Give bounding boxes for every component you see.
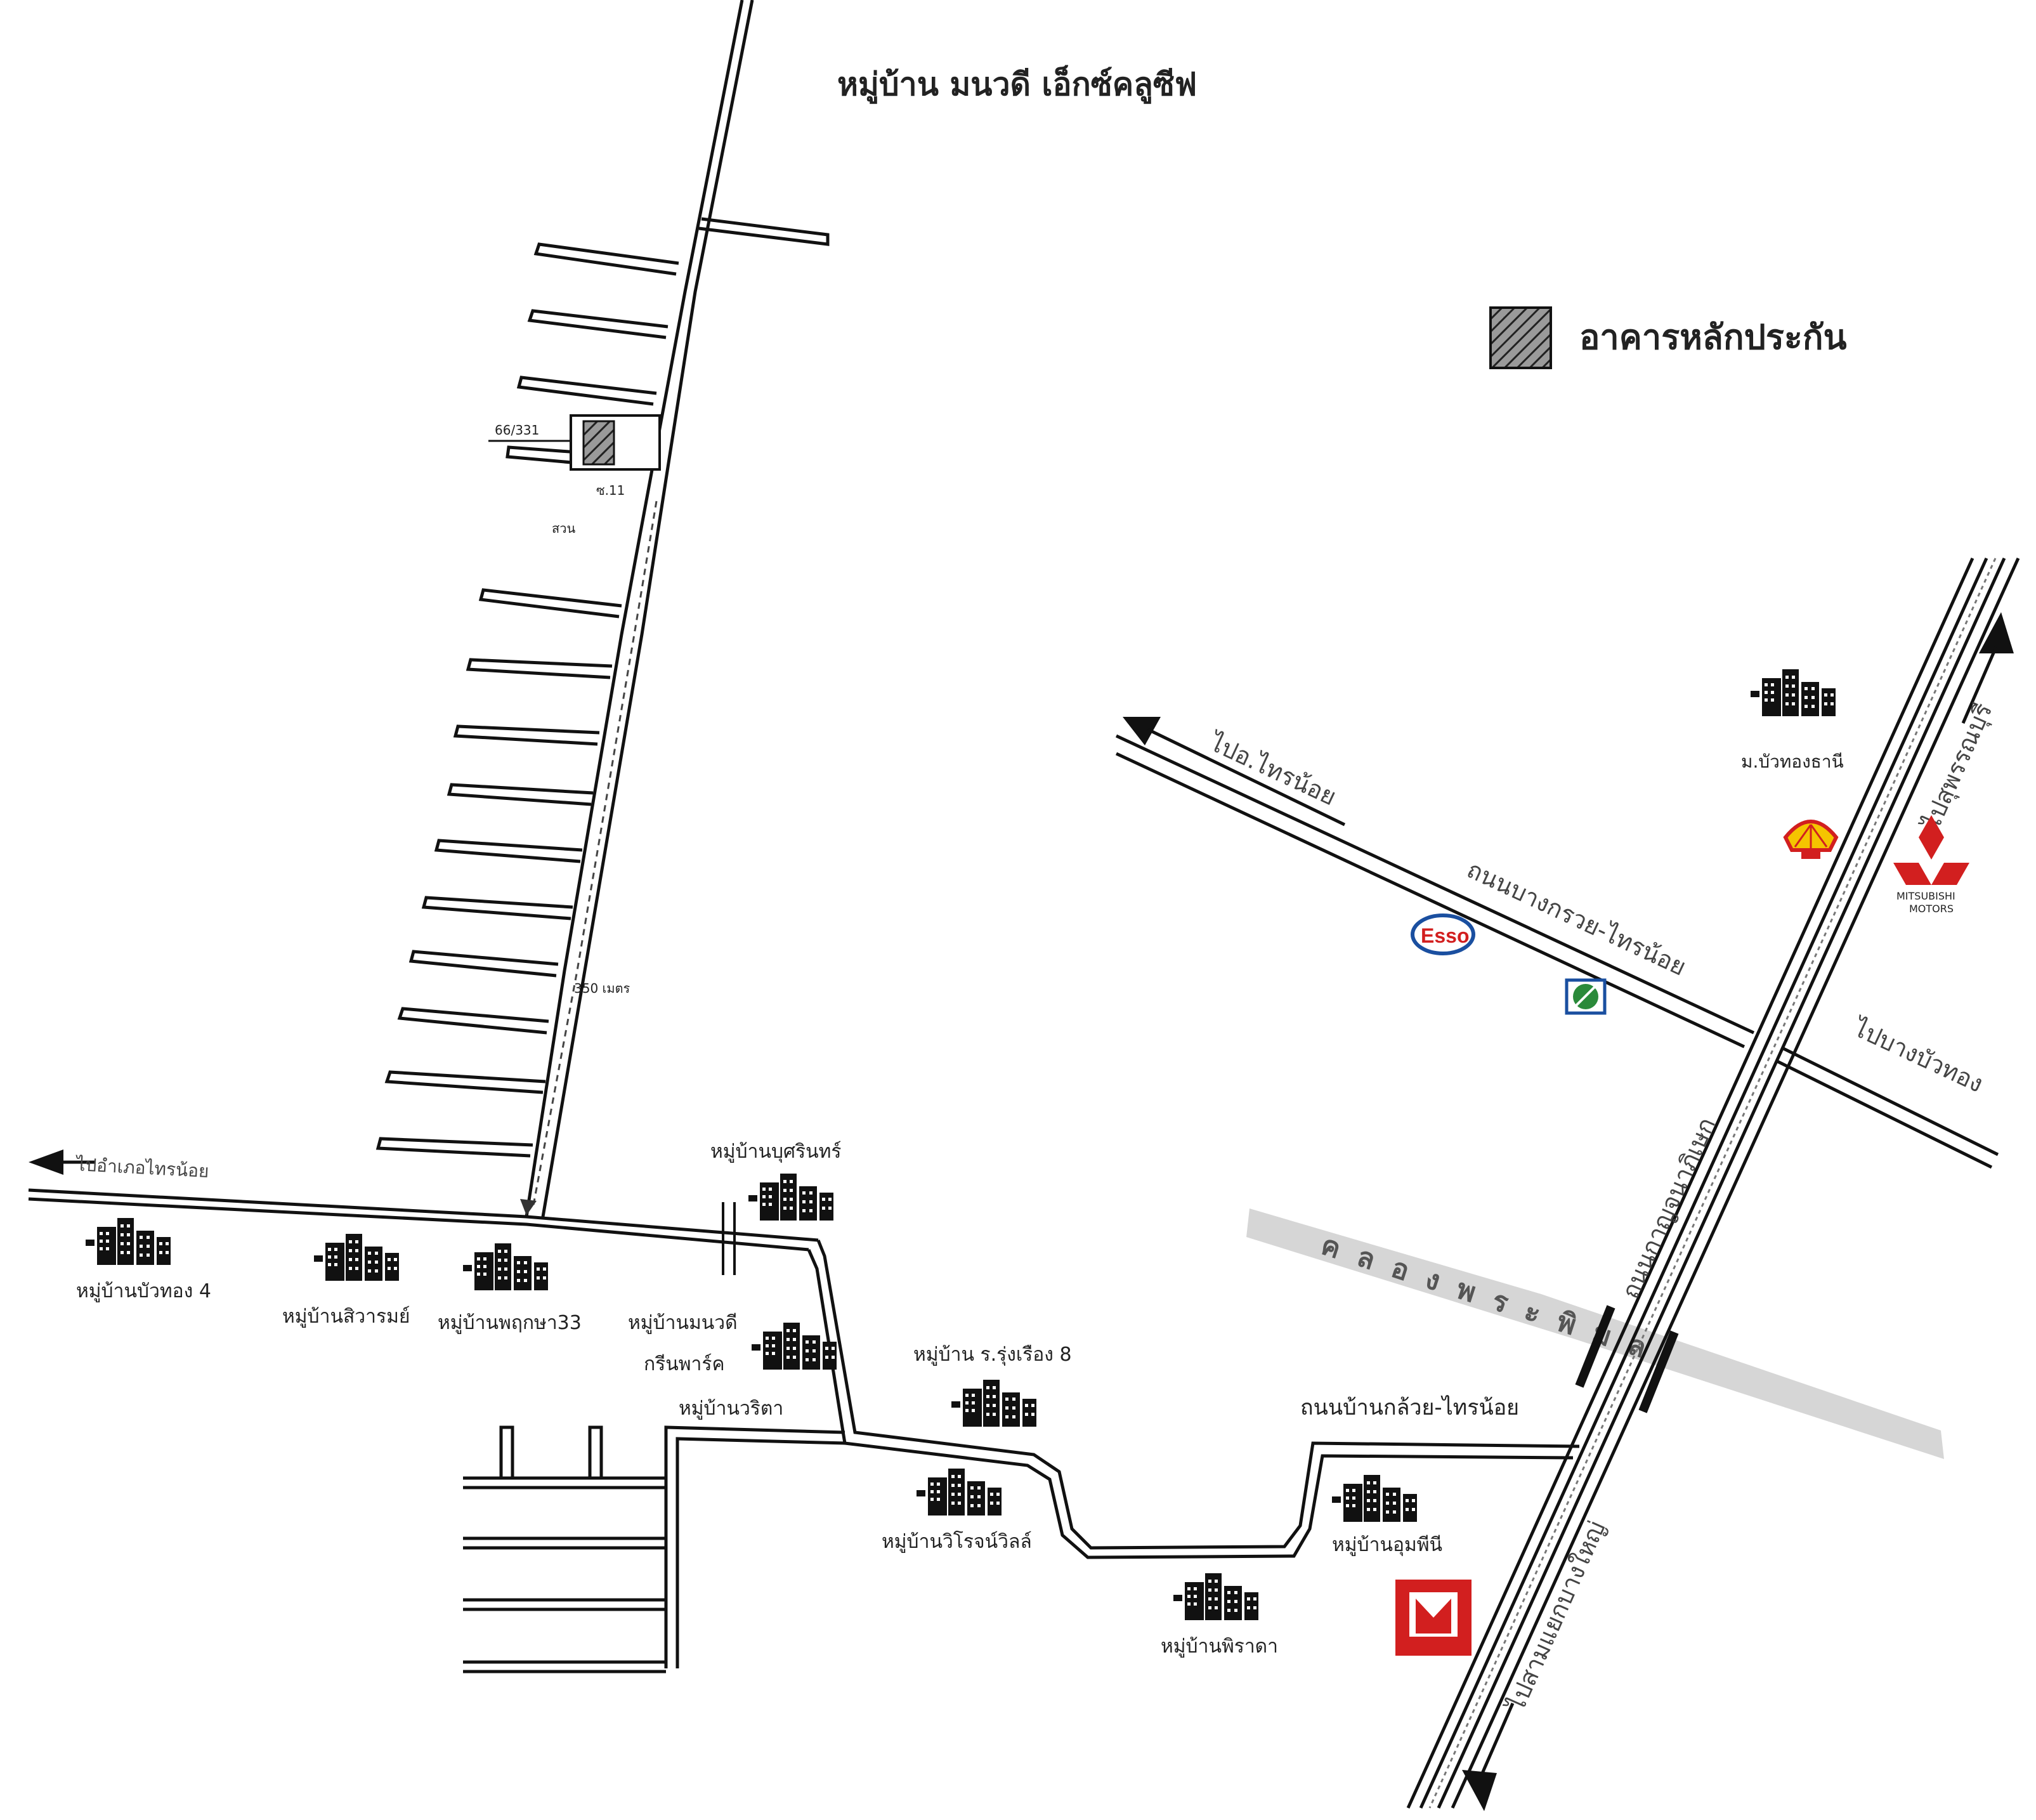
arrow-icon	[1123, 717, 1161, 745]
building-icon	[748, 1174, 833, 1221]
village-warita: หมู่บ้านวริตา	[679, 1398, 783, 1420]
building-icon	[1751, 669, 1836, 716]
arrow-icon	[1462, 1770, 1497, 1811]
building-icon	[951, 1380, 1036, 1427]
highway-line-3	[1437, 557, 2006, 1809]
legend-swatch	[1489, 306, 1552, 369]
road-label-to-bang-bua-thong: ไปบางบัวทอง	[1848, 1013, 1987, 1098]
building-icon	[463, 1243, 548, 1290]
village-bua-thong-4: หมู่บ้านบัวทอง 4	[76, 1280, 211, 1302]
village-green-park: กรีนพาร์ค	[644, 1353, 725, 1375]
sw-road-outer	[664, 1425, 845, 1668]
main-lane-west-line	[525, 0, 744, 1217]
village-ruang-8: หมู่บ้าน ร.รุ่งเรือง 8	[913, 1344, 1072, 1366]
bang-bua-thong-road-north	[1781, 1046, 1999, 1156]
road-label-kanchanaphisek: ถนนกาญจนาภิเษก	[1616, 1113, 1721, 1303]
village-umpini: หมู่บ้านอุมพีนี	[1332, 1534, 1442, 1557]
north-branch	[698, 217, 830, 246]
building-icon	[917, 1469, 1002, 1516]
esso-text: Esso	[1421, 924, 1469, 947]
village-pirada: หมู่บ้านพิราดา	[1161, 1635, 1278, 1658]
index-store-icon	[1395, 1580, 1472, 1656]
garden-label: สวน	[552, 521, 575, 536]
canal-band	[1246, 1208, 1944, 1459]
village-pruksa-33: หมู่บ้านพฤกษา33	[438, 1312, 582, 1334]
building-icon	[314, 1234, 399, 1281]
road-label-to-sai-noi: ไปอำเภอไทรน้อย	[75, 1154, 210, 1182]
main-road-south-line	[28, 1197, 809, 1252]
winding-road-outer	[816, 1240, 1580, 1550]
winding-road-inner	[807, 1249, 1574, 1559]
mitsubishi-text-2: MOTORS	[1909, 903, 1954, 915]
canal-bridge	[1575, 1305, 1679, 1413]
side-lanes	[375, 242, 679, 1158]
building-icon	[752, 1323, 837, 1370]
ptt-icon	[1565, 978, 1607, 1015]
bang-kruai-road-south	[1115, 752, 1746, 1049]
arrow-icon	[1979, 612, 2014, 653]
building-icon	[86, 1218, 171, 1265]
village-siwarom: หมู่บ้านสิวารมย์	[282, 1306, 410, 1328]
highway-line-2	[1419, 557, 1988, 1809]
sw-road-inner	[675, 1437, 847, 1668]
highway-line-1	[1406, 557, 1974, 1809]
arrow-icon	[29, 1149, 63, 1175]
village-monnawadee: หมู่บ้านมนวดี	[628, 1312, 738, 1334]
road-label-ban-kluai-sai-noi: ถนนบ้านกล้วย-ไทรน้อย	[1300, 1395, 1519, 1420]
road-label-to-suphan: ไปสุพรรณบุรี	[1917, 699, 1999, 835]
road-bridge-marks	[722, 1202, 736, 1275]
building-icon	[1173, 1573, 1258, 1620]
bang-bua-thong-road-south	[1775, 1059, 1993, 1169]
collateral-building	[582, 420, 615, 466]
village-burin: หมู่บ้านบุศรินทร์	[710, 1141, 842, 1163]
shell-icon	[1783, 820, 1839, 859]
highway-line-4	[1451, 557, 2020, 1809]
village-bua-thong-thani: ม.บัวทองธานี	[1741, 751, 1844, 772]
road-label-to-sai-noi-top: ไปอ.ไทรน้อย	[1204, 728, 1340, 811]
legend-label: อาคารหลักประกัน	[1579, 317, 1847, 357]
house-number: 66/331	[495, 422, 539, 438]
soi-label: ซ.11	[596, 483, 625, 498]
main-road-north-line	[28, 1188, 819, 1242]
highway-median	[1428, 558, 1997, 1809]
sw-side-lanes	[463, 1425, 666, 1673]
route-dashed	[532, 501, 658, 1209]
road-label-bang-kruai-sai-noi: ถนนบางกรวย-ไทรน้อย	[1463, 855, 1690, 981]
building-icon	[1332, 1475, 1417, 1522]
bang-kruai-road-north	[1115, 734, 1755, 1035]
distance-label: 350 เมตร	[574, 981, 630, 996]
village-wiroj: หมู่บ้านวิโรจน์วิลล์	[882, 1530, 1032, 1553]
main-lane-east-line	[541, 0, 754, 1217]
mitsubishi-text-1: MITSUBISHI	[1896, 890, 1955, 902]
direction-arrows	[29, 612, 2014, 1811]
route-arrow-head	[520, 1199, 537, 1215]
esso-icon: Esso	[1411, 913, 1475, 955]
page-title: หมู่บ้าน มนวดี เอ็กซ์คลูซีฟ	[837, 65, 1197, 104]
mitsubishi-icon: MITSUBISHI MOTORS	[1893, 815, 1969, 915]
